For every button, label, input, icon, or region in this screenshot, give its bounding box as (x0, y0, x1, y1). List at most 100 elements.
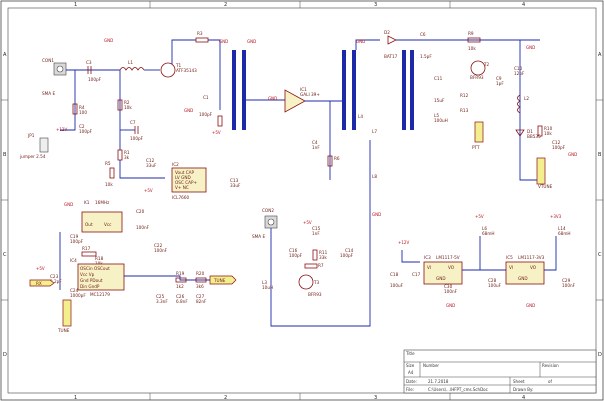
c11-value: 15uF (434, 98, 445, 103)
con2-type: SMA E (252, 234, 265, 239)
wire (355, 39, 380, 50)
col-label: 4 (522, 395, 525, 401)
t2-part: BFR93 (470, 75, 484, 80)
ic4-label: IC4 (70, 258, 77, 263)
r5-resistor (109, 167, 115, 179)
l1-label: L1 (128, 60, 133, 65)
rx-port-label: RX (36, 281, 42, 286)
l3-value: 10uH (262, 285, 273, 290)
stripline-6 (410, 50, 414, 130)
r5-label: R5 (105, 161, 111, 166)
c16-value: 100pF (289, 253, 303, 258)
ic1-amplifier-icon (284, 89, 306, 113)
ic3-part: LM1117-5V (436, 255, 460, 260)
r10-value: 10k (544, 131, 552, 136)
power-12v: +12V (398, 240, 409, 245)
r6-label: R6 (334, 156, 340, 161)
t2-label: T2 (483, 62, 490, 67)
r11-value: 33k (319, 255, 327, 260)
power-stage: +12V C18 100uF C17 IC3 LM1117-5V VI VO G… (390, 214, 576, 294)
c1-value: 100pF (199, 112, 213, 117)
l8-label: L8 (372, 174, 377, 179)
gnd-label: GND (372, 212, 381, 217)
c7-label: C7 (130, 120, 136, 125)
c3-label: C3 (86, 60, 92, 65)
r2-label: R2 (124, 100, 130, 105)
wire (60, 70, 76, 131)
t1-label: T1 (175, 63, 182, 68)
gnd-label: GND (568, 152, 577, 157)
vtune-port (536, 157, 546, 185)
r17-label: R17 (82, 246, 91, 251)
c27-value: 82nF (196, 299, 207, 304)
c12-value: 33uF (146, 163, 157, 168)
tune-out-label: TUNE (213, 278, 226, 283)
c26-label: C26 (176, 294, 185, 299)
row-label: C (598, 252, 602, 258)
power-5v: +5V (303, 220, 312, 225)
r4-label: R4 (79, 105, 85, 110)
r5-value: 10k (105, 182, 113, 187)
l7-label: L7 (372, 129, 377, 134)
con1-type: SMA E (42, 91, 55, 96)
c6-value: 1.5pF (420, 54, 432, 59)
c23-label: C23 (50, 274, 59, 279)
k1-value: 16MHz (95, 200, 110, 205)
l1-coil (119, 67, 145, 71)
input-stage: CON1 SMA E C3 100pF L1 T1 ATF35143 R3 C1… (19, 31, 356, 200)
l4-label: L4 (358, 114, 363, 119)
k1-out-pin: Out (85, 222, 93, 227)
sheet-label: Sheet (513, 379, 525, 384)
k1-oscillator (81, 211, 123, 233)
gnd-label: GND (356, 39, 365, 44)
jp1-value: jumper 2.54 (19, 154, 46, 159)
r4-value: 100 (79, 110, 87, 115)
c2-label: C2 (79, 124, 85, 129)
con2-pin (267, 218, 275, 226)
c30-label: C30 (444, 284, 453, 289)
c15-value: 1nF (312, 231, 320, 236)
ic2-label: IC2 (172, 162, 179, 167)
stripline-4 (352, 50, 356, 130)
r20-label: R20 (196, 271, 205, 276)
c14-label: C14 (345, 248, 354, 253)
file-value: C:\Users\...\HFPT_cms.SchDoc (428, 387, 488, 392)
t3-transistor-icon (298, 274, 314, 290)
c14-value: 100pF (340, 253, 354, 258)
stripline-2 (242, 50, 246, 130)
wire (171, 39, 196, 64)
c6-label: C6 (420, 32, 426, 37)
c4-value: 1nF (312, 145, 320, 150)
gnd-label: GND (446, 303, 455, 308)
pll-stage: K1 16MHz Out Vcc C20 100nF C19 100pF R17… (29, 200, 237, 333)
ic5-vi-pin: VI (509, 265, 513, 270)
r9-value: 10k (468, 46, 476, 51)
r13-label: R13 (460, 108, 469, 113)
ic1-part: GALI 39+ (300, 92, 320, 97)
c9-value: 1pF (496, 81, 504, 86)
tune-port (62, 299, 72, 327)
vtune-label: VTUNE (538, 184, 553, 189)
ic4-pin-row: Din GndP (80, 284, 100, 289)
buffer-stage: CON2 SMA E L3 10uH C15 1nF +5V C16 100pF… (252, 208, 371, 327)
l5-label: L5 (434, 113, 439, 118)
jp1-label: JP1 (27, 133, 35, 138)
c29-value: 100nF (562, 283, 576, 288)
r9-resistor (467, 37, 481, 43)
row-label: B (598, 152, 602, 158)
c22-label: C22 (154, 243, 163, 248)
c18-value: 100uF (390, 283, 404, 288)
t3-part: BFR93 (308, 292, 322, 297)
l2-coil (517, 94, 521, 114)
gnd-label: GND (268, 96, 277, 101)
col-label: 2 (224, 395, 227, 401)
r12-label: R12 (460, 93, 469, 98)
r1-label: R1 (124, 150, 130, 155)
ic5-label: IC5 (506, 255, 513, 260)
l6-label: L6 (482, 226, 487, 231)
col-label: 1 (74, 395, 77, 401)
k1-vcc-pin: Vcc (104, 222, 112, 227)
c12b-label: C12 (552, 140, 561, 145)
size-value: A4 (408, 370, 414, 375)
con1-label: CON1 (42, 58, 54, 63)
